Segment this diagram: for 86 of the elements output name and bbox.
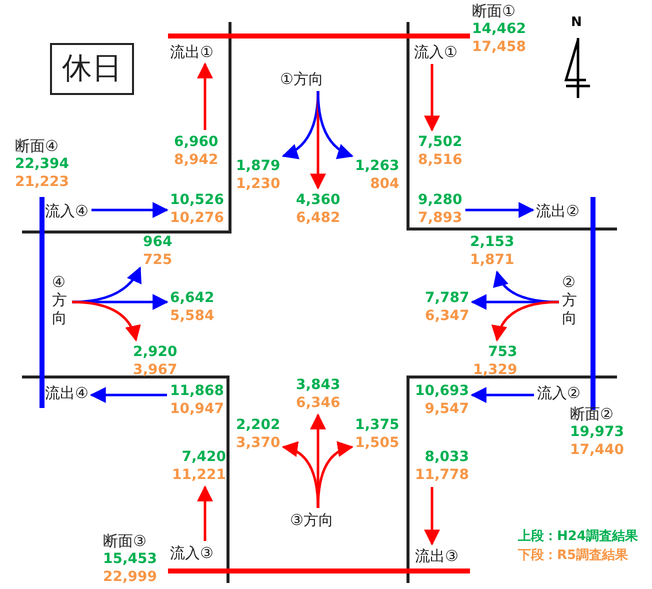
- flow-label: 流入①: [414, 43, 458, 61]
- flow-arrow: [282, 90, 320, 158]
- traffic-count: 2,202: [236, 416, 280, 434]
- flow-arrow: [492, 300, 560, 342]
- direction-label: ③方向: [290, 511, 334, 529]
- section-count: 17,440: [570, 441, 624, 459]
- flow-label: 流入②: [537, 384, 580, 402]
- flow-arrow: [494, 270, 560, 304]
- traffic-count: 804: [369, 175, 400, 193]
- traffic-count: 725: [143, 251, 172, 269]
- flow-label: 流入④: [45, 202, 88, 220]
- section-count: 17,458: [472, 38, 526, 56]
- flow-arrow: [424, 64, 440, 132]
- traffic-count: 1,375: [355, 416, 400, 434]
- flow-arrow: [310, 413, 326, 508]
- traffic-count: 2,920: [133, 343, 178, 361]
- traffic-count: 4,360: [296, 191, 340, 209]
- traffic-count: 5,584: [170, 307, 214, 325]
- traffic-count: 7,420: [180, 448, 226, 466]
- north-label: N: [571, 14, 582, 32]
- flow-arrow: [316, 442, 354, 508]
- traffic-count: 1,230: [236, 175, 280, 193]
- flow-label: 流入③: [170, 544, 214, 562]
- section-count: 22,999: [103, 568, 158, 586]
- traffic-count: 1,871: [470, 251, 514, 269]
- traffic-count: 2,153: [470, 233, 514, 251]
- traffic-count: 1,505: [355, 434, 400, 452]
- direction-label: ①方向: [280, 70, 324, 88]
- traffic-count: 6,642: [170, 289, 214, 307]
- section-label: 断面①: [472, 2, 516, 20]
- section-label: 断面③: [103, 532, 146, 550]
- flow-arrow: [72, 300, 140, 342]
- flow-label: 流出④: [45, 384, 88, 402]
- traffic-count: 11,778: [415, 466, 470, 484]
- traffic-count: 964: [143, 233, 172, 251]
- section-count: 19,973: [570, 423, 624, 441]
- section-count: 22,394: [15, 155, 70, 173]
- traffic-count: 6,347: [425, 307, 470, 325]
- traffic-count: 3,370: [236, 434, 280, 452]
- flow-arrow: [91, 202, 169, 218]
- legend-text: 上段：H24調査結果: [518, 528, 638, 546]
- traffic-count: 9,547: [424, 400, 470, 418]
- flow-arrow: [282, 442, 320, 508]
- traffic-count: 8,516: [418, 151, 462, 169]
- traffic-count: 8,942: [174, 151, 218, 169]
- traffic-count: 10,276: [170, 209, 224, 227]
- flow-arrow: [197, 62, 213, 130]
- flow-arrow: [90, 387, 167, 403]
- section-count: 21,223: [15, 173, 70, 191]
- traffic-count: 9,280: [418, 191, 462, 209]
- traffic-count: 1,329: [473, 361, 518, 379]
- traffic-count: 6,346: [296, 394, 340, 412]
- flow-label: 流出③: [415, 547, 458, 565]
- flow-arrow: [197, 485, 213, 541]
- legend-text: 下段：R5調査結果: [518, 547, 628, 565]
- traffic-count: 7,787: [425, 289, 470, 307]
- section-count: 14,462: [472, 20, 526, 38]
- flow-label: 流出①: [170, 43, 214, 61]
- traffic-count: 10,526: [170, 191, 224, 209]
- title-frame: [50, 43, 134, 95]
- traffic-count: 10,947: [170, 400, 224, 418]
- traffic-count: 7,502: [418, 133, 462, 151]
- traffic-count: 1,879: [236, 157, 280, 175]
- section-count: 15,453: [103, 550, 158, 568]
- direction-label: ④方向: [52, 273, 68, 327]
- traffic-count: 3,967: [133, 361, 178, 379]
- flow-arrow: [424, 487, 440, 546]
- flow-arrow: [470, 387, 534, 403]
- flow-label: 流出②: [536, 202, 580, 220]
- traffic-count: 753: [487, 343, 518, 361]
- traffic-count: 11,221: [172, 466, 226, 484]
- day-type-label: 休日: [62, 50, 122, 88]
- section-label: 断面②: [570, 405, 614, 423]
- traffic-count: 11,868: [170, 382, 224, 400]
- traffic-count: 10,693: [415, 382, 470, 400]
- traffic-count: 3,843: [296, 376, 340, 394]
- traffic-count: 8,033: [424, 448, 470, 466]
- flow-arrow: [465, 202, 535, 218]
- traffic-count: 7,893: [418, 209, 462, 227]
- traffic-count: 6,960: [174, 133, 218, 151]
- flow-arrow: [72, 266, 142, 304]
- flow-arrow: [316, 90, 354, 158]
- section-label: 断面④: [15, 137, 58, 155]
- traffic-count: 1,263: [355, 157, 400, 175]
- direction-label: ②方向: [562, 273, 578, 327]
- traffic-count: 6,482: [296, 209, 340, 227]
